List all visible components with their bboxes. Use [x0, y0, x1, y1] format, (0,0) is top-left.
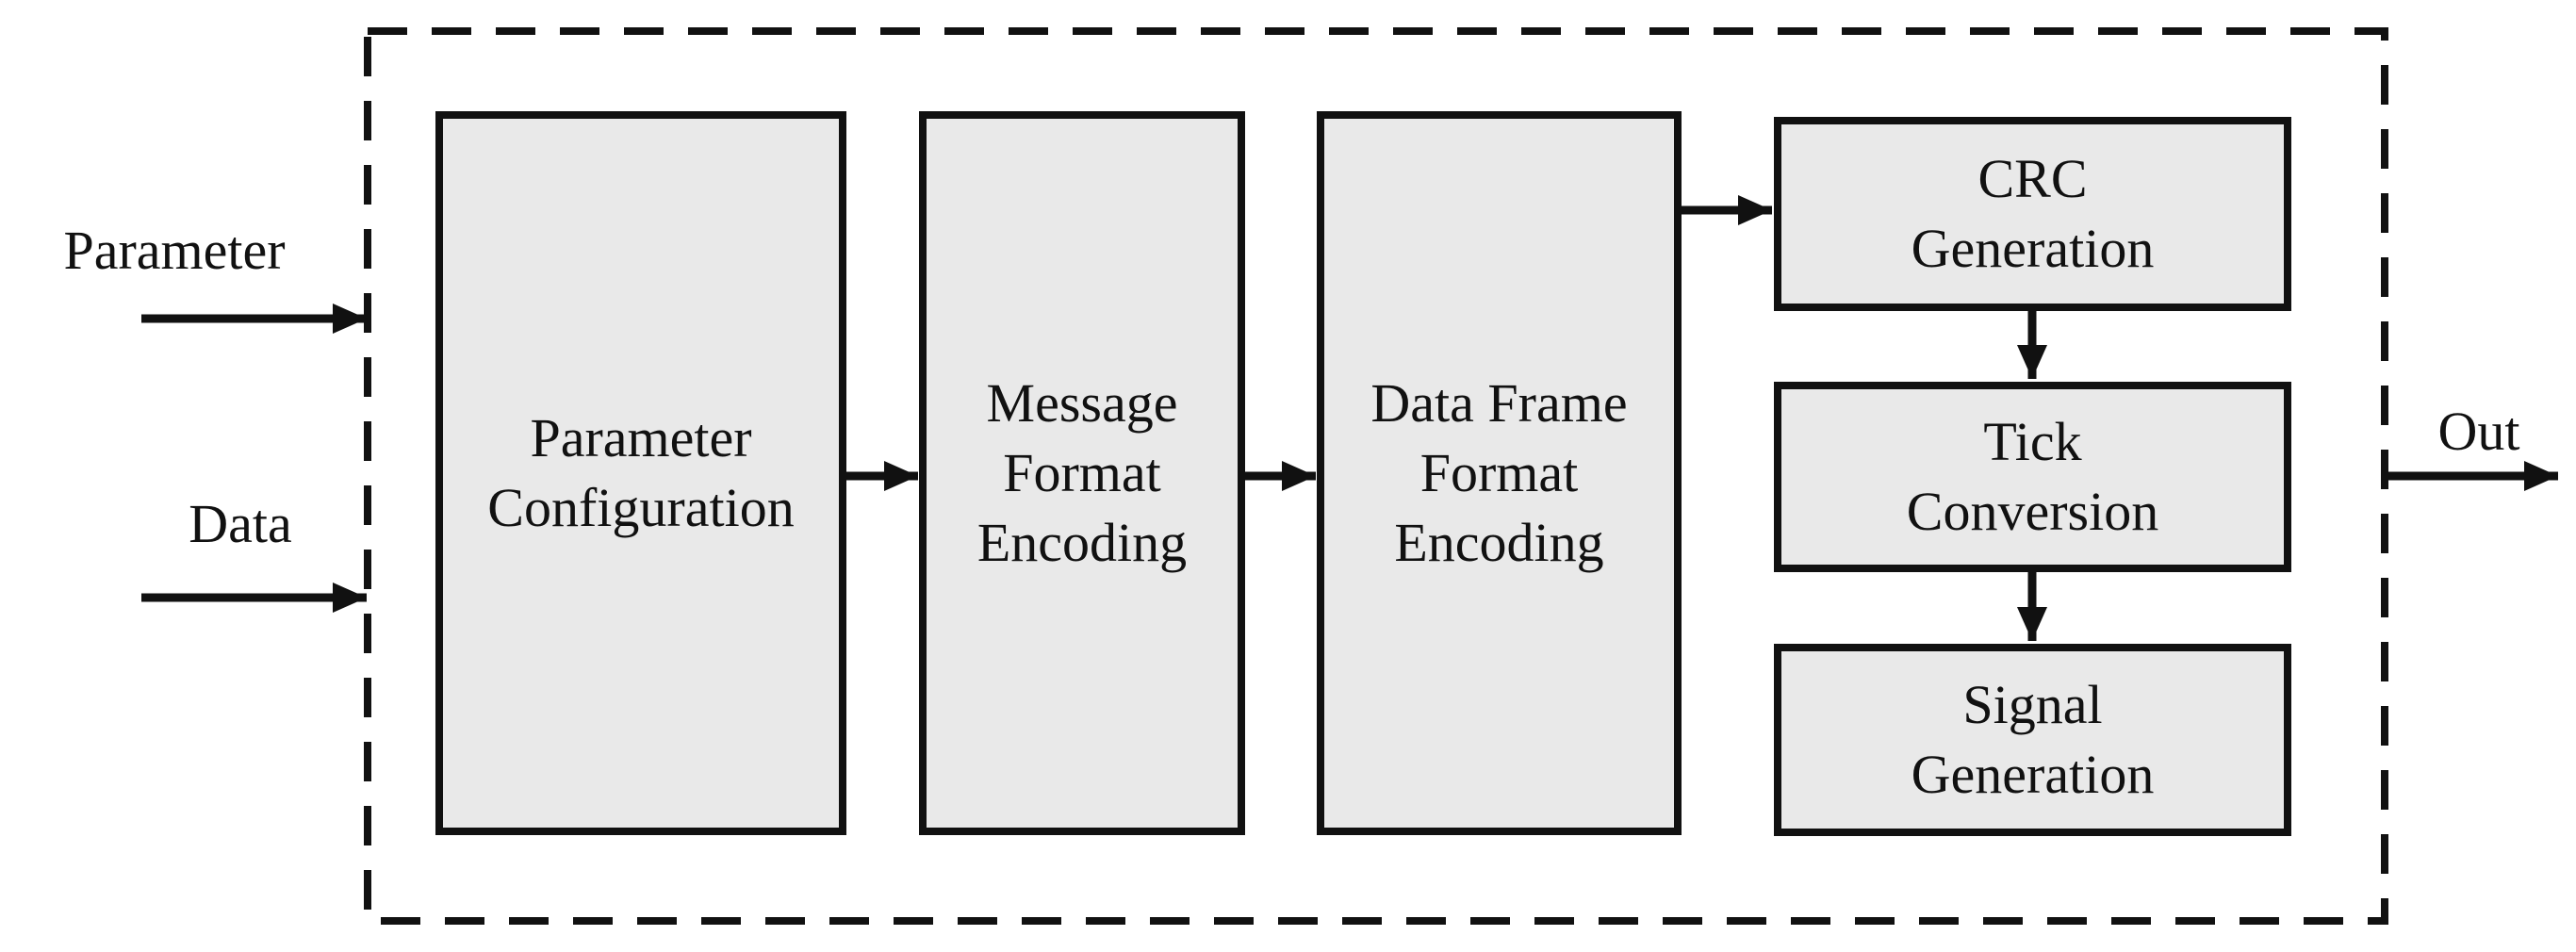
block-parameter-configuration: Parameter Configuration — [435, 111, 846, 835]
input-label-data: Data — [189, 493, 292, 554]
block-data-frame-format-encoding: Data Frame Format Encoding — [1317, 111, 1682, 835]
output-label-out: Out — [2437, 401, 2520, 462]
input-label-parameter: Parameter — [63, 220, 286, 281]
block-message-format-encoding: Message Format Encoding — [919, 111, 1245, 835]
block-signal-generation: Signal Generation — [1774, 644, 2291, 836]
block-tick-conversion: Tick Conversion — [1774, 382, 2291, 572]
block-crc-generation: CRC Generation — [1774, 117, 2291, 311]
system-boundary-dashed-box — [364, 27, 2388, 925]
